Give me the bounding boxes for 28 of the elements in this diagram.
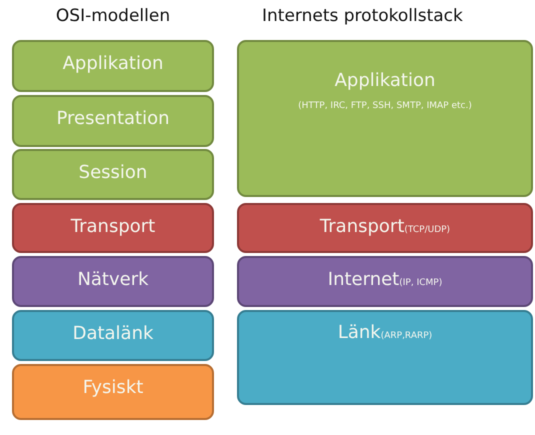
layer-name: Fysiskt xyxy=(82,377,144,398)
layer-name: Session xyxy=(78,162,148,183)
layer-box xyxy=(12,40,214,92)
protocol-list: (TCP/UDP) xyxy=(404,225,450,235)
layer-box xyxy=(12,364,214,420)
layer-box xyxy=(12,203,214,253)
layer-box xyxy=(237,310,533,405)
column-heading: Internets protokollstack xyxy=(262,6,463,26)
layer-box xyxy=(237,256,533,307)
column-heading: OSI-modellen xyxy=(54,6,172,26)
layer-box xyxy=(237,40,533,197)
protocol-list: (IP, ICMP) xyxy=(399,278,442,288)
layer-box xyxy=(12,256,214,307)
layer-name: Transport xyxy=(70,216,156,237)
layer-box xyxy=(12,149,214,200)
layer-name: Internet xyxy=(328,269,400,290)
layer-name: Länk xyxy=(338,322,381,343)
protocol-list: (HTTP, IRC, FTP, SSH, SMTP, IMAP etc.) xyxy=(298,101,472,111)
layer-name: Applikation xyxy=(62,53,164,74)
layer-name: Transport xyxy=(320,216,404,237)
layer-name: Presentation xyxy=(56,108,170,129)
layer-box xyxy=(12,95,214,147)
layer-name: Nätverk xyxy=(77,269,149,290)
protocol-list: (ARP,RARP) xyxy=(380,331,432,341)
layer-box xyxy=(12,310,214,361)
layer-name: Datalänk xyxy=(72,323,154,344)
layer-name: Applikation xyxy=(334,70,436,91)
layer-box xyxy=(237,203,533,253)
